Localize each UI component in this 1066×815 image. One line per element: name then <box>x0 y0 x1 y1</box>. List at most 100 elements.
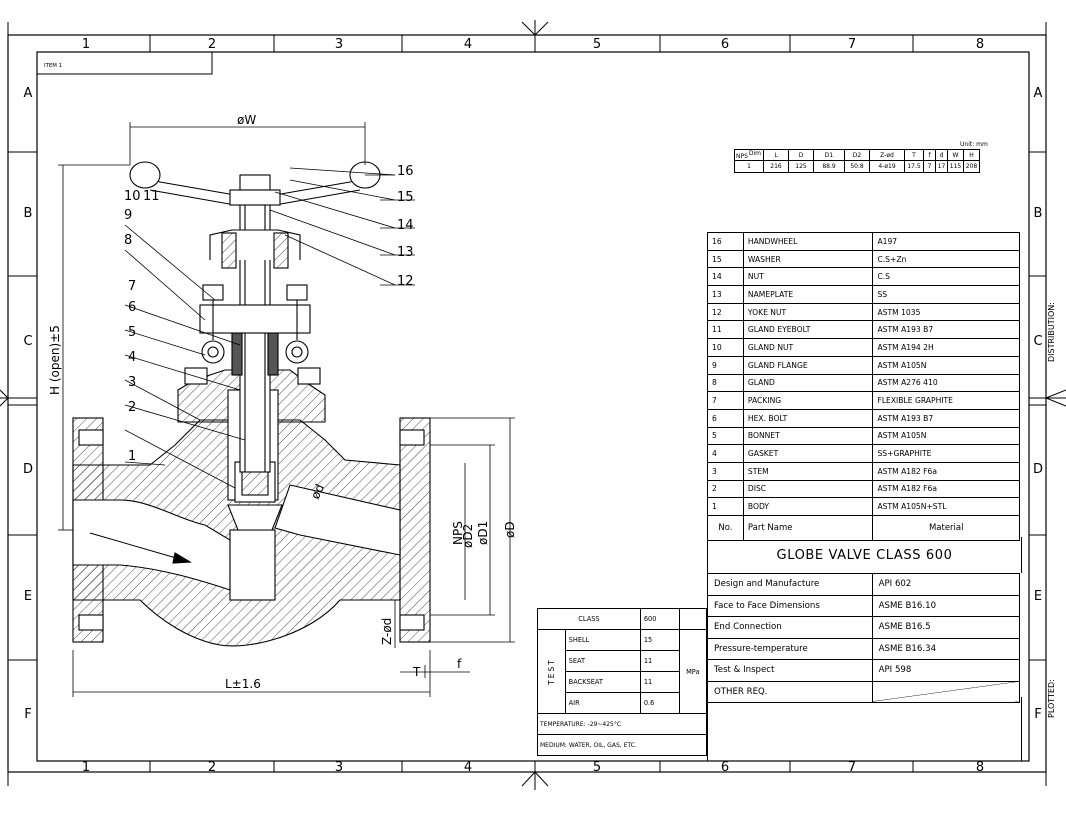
balloon-10: 10 <box>124 189 141 204</box>
dimension-cell-w: 115 <box>947 160 964 173</box>
part-material: SS <box>872 285 1020 304</box>
spec-value: API 602 <box>871 573 1021 596</box>
parts-header-name: Part Name <box>742 515 874 541</box>
parts-header-row: No. Part Name Material <box>707 515 1020 541</box>
dim-zd: Z-ød <box>380 618 394 645</box>
col-label-bottom-2: 2 <box>208 760 216 775</box>
part-no: 11 <box>707 320 744 340</box>
part-material: C.S+Zn <box>872 249 1020 269</box>
dim-l: L±1.6 <box>225 677 261 691</box>
part-material: ASTM A182 F6a <box>872 461 1020 481</box>
test-row-name: SEAT <box>564 650 641 672</box>
part-name: WASHER <box>742 249 874 269</box>
spec-value: ASME B16.5 <box>871 616 1021 639</box>
title-block-blank <box>707 697 1022 761</box>
dimension-corner-cell: Dim NPS <box>734 149 764 161</box>
col-label-bottom-3: 3 <box>335 760 343 775</box>
balloon-15: 15 <box>397 190 414 205</box>
part-material: ASTM A193 B7 <box>872 408 1020 428</box>
row-label-f: F <box>24 707 31 722</box>
row-label-d: D <box>23 462 33 477</box>
col-label-bottom-7: 7 <box>848 760 856 775</box>
part-name: BONNET <box>742 426 874 446</box>
part-material: SS+GRAPHITE <box>872 444 1020 463</box>
dimension-header-d1: D1 <box>813 149 845 161</box>
spec-label: Pressure-temperature <box>707 637 873 660</box>
part-no: 16 <box>707 232 744 251</box>
part-material: ASTM A276 410 <box>872 373 1020 393</box>
dimension-header-l: L <box>763 149 789 161</box>
dimension-cell-l: 216 <box>763 160 789 173</box>
test-vertical-label: TEST <box>546 658 556 685</box>
part-no: 15 <box>707 249 744 269</box>
dim-f: f <box>457 657 462 671</box>
dim-t: T <box>412 665 421 679</box>
part-no: 2 <box>707 479 744 499</box>
dimension-cell-d1: 88.9 <box>813 160 845 173</box>
part-balloons: 1 2 3 4 5 6 7 8 9 10 11 12 13 14 15 16 <box>124 164 414 464</box>
part-no: 10 <box>707 338 744 357</box>
test-row-name: AIR <box>564 692 641 714</box>
table-row: OTHER REQ. <box>707 680 1021 703</box>
col-label-2: 2 <box>208 37 216 52</box>
part-no: 4 <box>707 444 744 463</box>
valve-drawing <box>72 161 431 647</box>
dimension-cell-d: 125 <box>788 160 814 173</box>
col-label-7: 7 <box>848 37 856 52</box>
dimension-cell-f: 7 <box>923 160 936 173</box>
balloon-3: 3 <box>128 375 136 390</box>
row-label-c: C <box>23 334 32 349</box>
row-label-right-a: A <box>1034 86 1043 101</box>
part-name: BODY <box>742 497 874 516</box>
part-name: GLAND NUT <box>742 338 874 357</box>
col-label-bottom-6: 6 <box>721 760 729 775</box>
balloon-7: 7 <box>128 279 136 294</box>
test-unit: MPa <box>678 629 708 714</box>
part-name: STEM <box>742 461 874 481</box>
balloon-2: 2 <box>128 400 136 415</box>
distribution-label: DISTRIBUTION: <box>1047 302 1056 362</box>
part-no: 9 <box>707 355 744 375</box>
part-material: ASTM A182 F6a <box>872 479 1020 499</box>
dimension-unit: Unit: mm <box>960 141 988 148</box>
parts-header-no: No. <box>707 515 744 541</box>
drawing-title: GLOBE VALVE CLASS 600 <box>707 537 1022 573</box>
dim-d1: øD1 <box>476 521 490 545</box>
part-material: ASTM A105N+STL <box>872 497 1020 516</box>
part-no: 3 <box>707 461 744 481</box>
part-no: 13 <box>707 285 744 304</box>
test-row-value: 11 <box>639 671 680 693</box>
part-material: FLEXIBLE GRAPHITE <box>872 391 1020 410</box>
test-row-value: 15 <box>639 629 680 651</box>
dimension-header-zd: Z-ød <box>869 149 905 161</box>
balloon-5: 5 <box>128 325 136 340</box>
balloon-13: 13 <box>397 245 414 260</box>
test-row-value: 11 <box>639 650 680 672</box>
spec-label: Face to Face Dimensions <box>707 594 873 617</box>
test-table: CLASS 600 TEST SHELL 15 MPa SEAT 11 BACK… <box>537 608 708 756</box>
row-label-right-e: E <box>1034 589 1042 604</box>
part-name: HEX. BOLT <box>742 408 874 428</box>
dim-w: øW <box>237 113 256 127</box>
dim-d2: øD2 <box>461 524 475 548</box>
part-material: ASTM A193 B7 <box>872 320 1020 340</box>
col-label-8: 8 <box>976 37 984 52</box>
part-material: C.S <box>872 267 1020 287</box>
dim-small-d: ød <box>308 482 327 501</box>
